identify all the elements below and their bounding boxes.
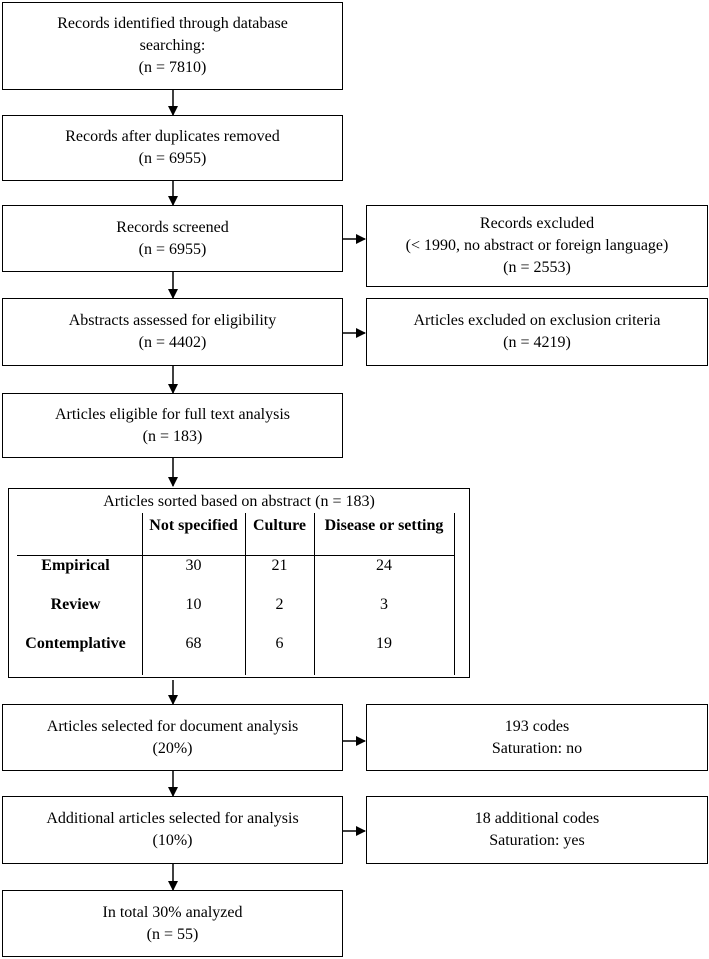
- box-text: (n = 4402): [138, 334, 207, 351]
- box-text: Records screened: [116, 218, 229, 236]
- table-divider: [142, 513, 143, 675]
- column-header: Disease or setting: [324, 517, 444, 534]
- box-abstracts-assessed: Abstracts assessed for eligibility (n = …: [2, 298, 343, 366]
- box-text: (n = 7810): [138, 59, 207, 76]
- table-cell: 30: [185, 557, 202, 574]
- box-text: Saturation: no: [491, 739, 583, 757]
- box-records-identified: Records identified through database sear…: [2, 2, 343, 90]
- box-text: Records after duplicates removed: [65, 128, 280, 145]
- box-text: (10%): [152, 832, 193, 849]
- table-divider: [314, 513, 315, 675]
- box-text: Additional articles selected for analysi…: [46, 810, 299, 827]
- box-additional-codes: 18 additional codes Saturation: yes: [366, 796, 708, 864]
- box-text: searching:: [139, 37, 206, 54]
- box-duplicates-removed: Records after duplicates removed (n = 69…: [2, 115, 343, 181]
- table-divider: [454, 513, 455, 675]
- box-articles-excluded: Articles excluded on exclusion criteria …: [366, 298, 708, 366]
- box-text: Articles eligible for full text analysis: [54, 405, 291, 423]
- box-text: (n = 183): [142, 427, 203, 445]
- column-header: Not specified: [149, 517, 238, 534]
- box-records-excluded: Records excluded (< 1990, no abstract or…: [366, 205, 708, 287]
- box-document-analysis: Articles selected for document analysis …: [2, 704, 343, 771]
- table-cell: 24: [376, 557, 392, 574]
- table-cell: 21: [271, 557, 288, 574]
- table-cell: 6: [275, 635, 284, 652]
- table-cell: 3: [380, 596, 388, 613]
- box-text: Saturation: yes: [489, 832, 585, 849]
- box-text: Articles selected for document analysis: [46, 717, 299, 735]
- box-text: Records identified through database: [57, 15, 288, 32]
- box-text: (n = 6955): [138, 150, 207, 167]
- box-text: (< 1990, no abstract or foreign language…: [405, 237, 669, 254]
- box-text: (20%): [152, 739, 193, 757]
- row-label: Empirical: [41, 557, 110, 574]
- box-text: (n = 6955): [138, 240, 207, 258]
- box-text: Abstracts assessed for eligibility: [68, 312, 277, 329]
- box-text: 18 additional codes: [474, 810, 600, 827]
- box-text: In total 30% analyzed: [102, 903, 243, 921]
- box-text: (n = 4219): [503, 334, 571, 351]
- table-divider: [17, 555, 454, 556]
- box-text: Records excluded: [479, 215, 595, 232]
- table-divider: [245, 513, 246, 675]
- table-cell: 68: [185, 635, 202, 652]
- box-text: 193 codes: [504, 717, 570, 735]
- box-articles-eligible: Articles eligible for full text analysis…: [2, 393, 343, 458]
- box-additional-articles: Additional articles selected for analysi…: [2, 796, 343, 864]
- table-caption: Articles sorted based on abstract (n = 1…: [103, 493, 375, 510]
- table-cell: 2: [275, 596, 284, 613]
- box-text: (n = 2553): [503, 259, 571, 276]
- table-cell: 10: [185, 596, 202, 613]
- row-label: Contemplative: [25, 635, 126, 652]
- box-total-analyzed: In total 30% analyzed (n = 55): [2, 890, 343, 957]
- box-records-screened: Records screened (n = 6955): [2, 205, 343, 272]
- column-header: Culture: [252, 517, 307, 534]
- row-label: Review: [50, 596, 101, 613]
- table-cell: 19: [376, 635, 392, 652]
- box-codes: 193 codes Saturation: no: [366, 704, 708, 771]
- box-text: (n = 55): [146, 925, 199, 943]
- box-text: Articles excluded on exclusion criteria: [413, 312, 661, 329]
- sorted-articles-table: Articles sorted based on abstract (n = 1…: [8, 488, 470, 678]
